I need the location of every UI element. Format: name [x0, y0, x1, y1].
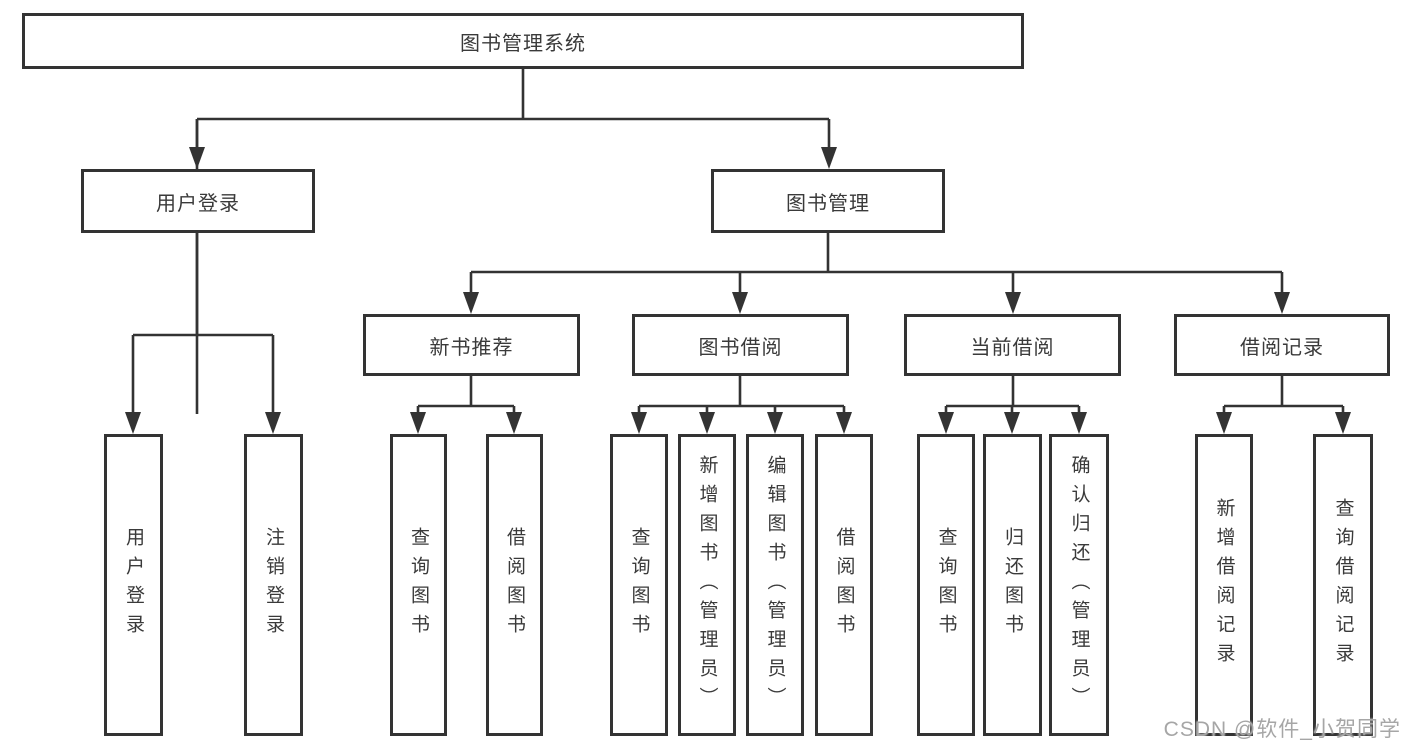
- leaf-borrow-book-label: 借阅图书: [833, 527, 855, 643]
- leaf-edit-book-admin-label: 编辑图书（管理员）: [764, 454, 786, 716]
- leaf-query-borrow-record-label: 查询借阅记录: [1332, 498, 1354, 672]
- connector-bookmgmt-to-level3: [463, 233, 1290, 314]
- node-book-management-module: 图书管理: [711, 169, 945, 233]
- leaf-borrow-book-recommend-label: 借阅图书: [504, 527, 525, 643]
- node-borrow-records: 借阅记录: [1174, 314, 1390, 376]
- node-root-label: 图书管理系统: [460, 32, 586, 55]
- node-book-borrow-label: 图书借阅: [698, 336, 783, 359]
- leaf-logout: 注销登录: [244, 434, 303, 736]
- connector-borrowrecords-to-leaves: [1216, 376, 1351, 434]
- leaf-query-book-borrow-label: 查询图书: [628, 527, 650, 643]
- leaf-query-book-recommend-label: 查询图书: [408, 527, 429, 643]
- leaf-query-book-recommend: 查询图书: [390, 434, 447, 736]
- leaf-confirm-return-admin: 确认归还（管理员）: [1049, 434, 1109, 736]
- leaf-user-login-label: 用户登录: [123, 527, 144, 643]
- leaf-return-book: 归还图书: [983, 434, 1042, 736]
- leaf-user-login: 用户登录: [104, 434, 163, 736]
- leaf-edit-book-admin: 编辑图书（管理员）: [746, 434, 804, 736]
- node-book-borrow: 图书借阅: [632, 314, 849, 376]
- leaf-query-book-current: 查询图书: [917, 434, 975, 736]
- node-root-system: 图书管理系统: [22, 13, 1024, 69]
- connector-bookborrow-to-leaves: [631, 376, 852, 434]
- leaf-return-book-label: 归还图书: [1002, 527, 1023, 643]
- node-user-login-label: 用户登录: [156, 192, 240, 215]
- leaf-confirm-return-admin-label: 确认归还（管理员）: [1068, 454, 1090, 716]
- connector-newbook-to-leaves: [410, 376, 522, 434]
- csdn-watermark: CSDN @软件_小贺同学: [1163, 718, 1401, 741]
- node-book-management-label: 图书管理: [786, 192, 870, 215]
- leaf-query-book-borrow: 查询图书: [610, 434, 668, 736]
- node-new-book-recommend: 新书推荐: [363, 314, 580, 376]
- node-current-borrow-label: 当前借阅: [970, 336, 1055, 359]
- leaf-query-book-current-label: 查询图书: [935, 527, 957, 643]
- connector-currentborrow-to-leaves: [938, 376, 1087, 434]
- leaf-borrow-book-recommend: 借阅图书: [486, 434, 543, 736]
- node-borrow-records-label: 借阅记录: [1240, 336, 1324, 359]
- leaf-borrow-book: 借阅图书: [815, 434, 873, 736]
- node-new-book-recommend-label: 新书推荐: [429, 336, 514, 359]
- leaf-query-borrow-record: 查询借阅记录: [1313, 434, 1373, 736]
- node-user-login-module: 用户登录: [81, 169, 315, 233]
- connector-root-to-level2: [189, 69, 837, 414]
- leaf-add-book-admin-label: 新增图书（管理员）: [696, 454, 718, 716]
- leaf-add-book-admin: 新增图书（管理员）: [678, 434, 736, 736]
- leaf-logout-label: 注销登录: [263, 527, 284, 643]
- leaf-add-borrow-record-label: 新增借阅记录: [1213, 498, 1235, 672]
- node-current-borrow: 当前借阅: [904, 314, 1121, 376]
- leaf-add-borrow-record: 新增借阅记录: [1195, 434, 1253, 736]
- connector-userlogin-to-leaves: [125, 233, 281, 434]
